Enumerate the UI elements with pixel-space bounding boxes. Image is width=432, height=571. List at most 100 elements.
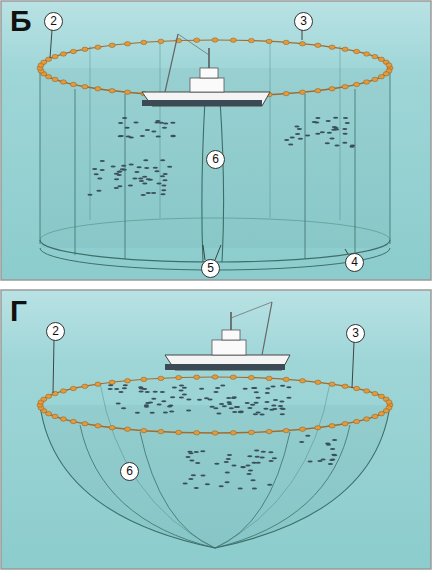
fish xyxy=(269,409,274,411)
fish xyxy=(153,167,158,169)
fish xyxy=(167,166,172,168)
fish xyxy=(247,407,252,409)
float xyxy=(95,382,101,386)
fish xyxy=(214,463,219,465)
fish xyxy=(144,404,149,406)
fish xyxy=(197,399,202,401)
fish xyxy=(255,456,260,458)
float xyxy=(386,400,392,404)
fish xyxy=(160,159,165,161)
fish xyxy=(129,164,134,166)
fish xyxy=(140,135,145,137)
fish xyxy=(92,168,97,170)
fish xyxy=(132,177,137,179)
fish xyxy=(179,390,184,392)
fish xyxy=(333,127,338,129)
fish xyxy=(254,391,259,393)
float xyxy=(248,38,254,42)
fish xyxy=(191,474,196,476)
fish xyxy=(315,133,320,135)
float xyxy=(372,391,378,395)
fish xyxy=(204,397,209,399)
float xyxy=(125,90,131,94)
fish xyxy=(161,400,166,402)
fish xyxy=(280,413,285,415)
fish xyxy=(156,182,161,184)
float xyxy=(386,63,392,67)
fish xyxy=(229,407,234,409)
float xyxy=(315,43,321,47)
fish xyxy=(241,466,246,468)
float xyxy=(212,431,218,435)
float xyxy=(125,427,131,431)
fish xyxy=(260,414,265,416)
fish xyxy=(114,388,119,390)
fish xyxy=(96,190,101,192)
fish xyxy=(170,122,175,124)
fish xyxy=(120,168,125,170)
fish xyxy=(121,407,126,409)
fish xyxy=(326,120,331,122)
float xyxy=(230,38,236,42)
fish xyxy=(117,170,122,172)
fish xyxy=(139,180,144,182)
panel-letter: Г xyxy=(10,296,27,326)
fish xyxy=(243,388,248,390)
fish xyxy=(312,121,317,123)
float xyxy=(354,386,360,390)
float xyxy=(342,422,348,426)
fish xyxy=(256,412,261,414)
float xyxy=(194,38,200,42)
fish xyxy=(150,412,155,414)
fish xyxy=(163,412,168,414)
fish xyxy=(160,175,165,177)
fish xyxy=(141,194,146,196)
fish xyxy=(232,396,237,398)
fish xyxy=(267,484,272,486)
fish xyxy=(157,403,162,405)
float xyxy=(300,90,306,94)
fish xyxy=(279,400,284,402)
fish xyxy=(219,403,224,405)
fish xyxy=(284,139,289,141)
fish xyxy=(188,452,193,454)
float xyxy=(212,375,218,379)
fish xyxy=(139,388,144,390)
fish xyxy=(195,462,200,464)
float xyxy=(315,426,321,430)
fish xyxy=(332,454,337,456)
fish xyxy=(225,481,230,483)
float xyxy=(52,414,58,418)
fish xyxy=(349,146,354,148)
fish xyxy=(245,402,250,404)
callout-number: 2 xyxy=(44,12,63,31)
fish xyxy=(224,461,229,463)
seine-net xyxy=(40,40,390,270)
fish xyxy=(343,133,348,135)
fish xyxy=(264,401,269,403)
fish xyxy=(222,405,227,407)
fish xyxy=(169,411,174,413)
fish xyxy=(122,387,127,389)
fish xyxy=(308,460,313,462)
fish xyxy=(139,390,144,392)
fish xyxy=(172,386,177,388)
float xyxy=(46,394,52,398)
float xyxy=(329,87,335,91)
fish xyxy=(116,402,121,404)
fish xyxy=(332,439,337,441)
fish xyxy=(100,160,105,162)
fish xyxy=(125,127,130,129)
fish xyxy=(151,192,156,194)
float xyxy=(212,38,218,42)
fish xyxy=(94,173,99,175)
float xyxy=(342,85,348,89)
fish xyxy=(199,388,204,390)
float xyxy=(372,77,378,81)
leader-line xyxy=(50,30,354,393)
float xyxy=(141,377,147,381)
callout-number: 4 xyxy=(345,253,364,272)
fish xyxy=(317,460,322,462)
fish xyxy=(326,444,331,446)
float xyxy=(329,45,335,49)
